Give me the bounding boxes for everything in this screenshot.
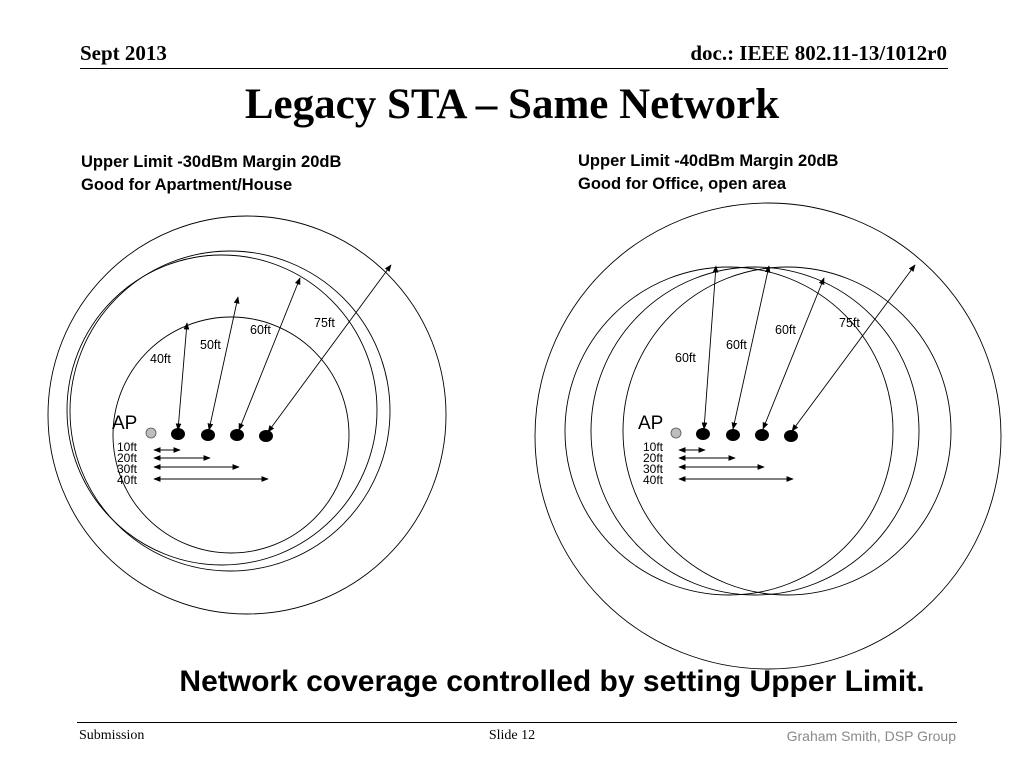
left-ap-label: AP [112, 413, 137, 434]
right-caption-line2: Good for Office, open area [578, 175, 787, 193]
right-range-label-2: 60ft [726, 338, 747, 352]
left-caption-line2: Good for Apartment/House [81, 176, 293, 194]
left-distance-label-20ft: 20ft [117, 451, 138, 465]
left-range-circle-75ft [47, 215, 447, 615]
right-range-circle-75ft [534, 202, 1002, 670]
left-sta-dot-1 [171, 428, 185, 440]
right-range-arrow-4 [791, 264, 916, 432]
left-range-arrow-2 [207, 296, 240, 431]
left-sta-dot-4 [259, 430, 273, 442]
left-sta-dot-2 [201, 429, 215, 441]
footer-author: Graham Smith, DSP Group [786, 728, 956, 744]
right-caption-line1: Upper Limit -40dBm Margin 20dB [578, 152, 839, 170]
left-caption-line1: Upper Limit -30dBm Margin 20dB [81, 153, 342, 171]
right-range-label-3: 60ft [775, 323, 796, 337]
footer-submission: Submission [79, 728, 145, 743]
left-range-label-2: 50ft [200, 338, 221, 352]
header-doc-id: doc.: IEEE 802.11-13/1012r0 [690, 41, 947, 65]
right-coverage-panel: 60ft 60ft 60ft 75ft AP 10ft 20ft 30ft 40… [534, 202, 1002, 670]
left-range-circle-60ft [69, 250, 391, 572]
right-sta-dot-3 [755, 429, 769, 441]
right-range-arrow-1 [701, 265, 719, 430]
right-panel-caption: Upper Limit -40dBm Margin 20dB Good for … [578, 150, 838, 196]
left-sta-dot-3 [230, 429, 244, 441]
right-distance-label-10ft: 10ft [643, 440, 664, 454]
left-range-label-4: 75ft [314, 316, 335, 330]
footer-divider [77, 722, 957, 723]
right-distance-label-30ft: 30ft [643, 462, 664, 476]
left-distance-label-40ft: 40ft [117, 473, 138, 487]
right-distance-label-40ft: 40ft [643, 473, 664, 487]
left-distance-label-10ft: 10ft [117, 440, 138, 454]
header-divider [80, 68, 948, 69]
footer-slide-number: Slide 12 [488, 728, 536, 743]
right-sta-dot-1 [696, 428, 710, 440]
conclusion-text: Network coverage controlled by setting U… [179, 665, 925, 698]
right-range-circle-60ft-c [622, 266, 952, 596]
right-sta-dot-2 [726, 429, 740, 441]
left-range-label-3: 60ft [250, 323, 271, 337]
right-ap-dot [670, 427, 682, 439]
header-date: Sept 2013 [80, 41, 167, 65]
right-range-label-1: 60ft [675, 351, 696, 365]
left-ap-dot [145, 427, 157, 439]
right-distance-label-20ft: 20ft [643, 451, 664, 465]
slide-title: Legacy STA – Same Network [244, 81, 780, 128]
right-sta-dot-4 [784, 430, 798, 442]
right-ap-label: AP [638, 413, 663, 434]
right-range-label-4: 75ft [839, 316, 860, 330]
left-range-arrow-3 [238, 277, 301, 431]
left-range-arrow-4 [267, 264, 392, 433]
left-coverage-panel: 40ft 50ft 60ft 75ft AP 10ft 20ft 30ft 40… [47, 215, 447, 615]
left-panel-caption: Upper Limit -30dBm Margin 20dB Good for … [81, 151, 341, 197]
right-range-arrow-3 [762, 277, 825, 430]
left-range-label-1: 40ft [150, 352, 171, 366]
left-distance-label-30ft: 30ft [117, 462, 138, 476]
left-range-arrow-1 [175, 322, 190, 431]
